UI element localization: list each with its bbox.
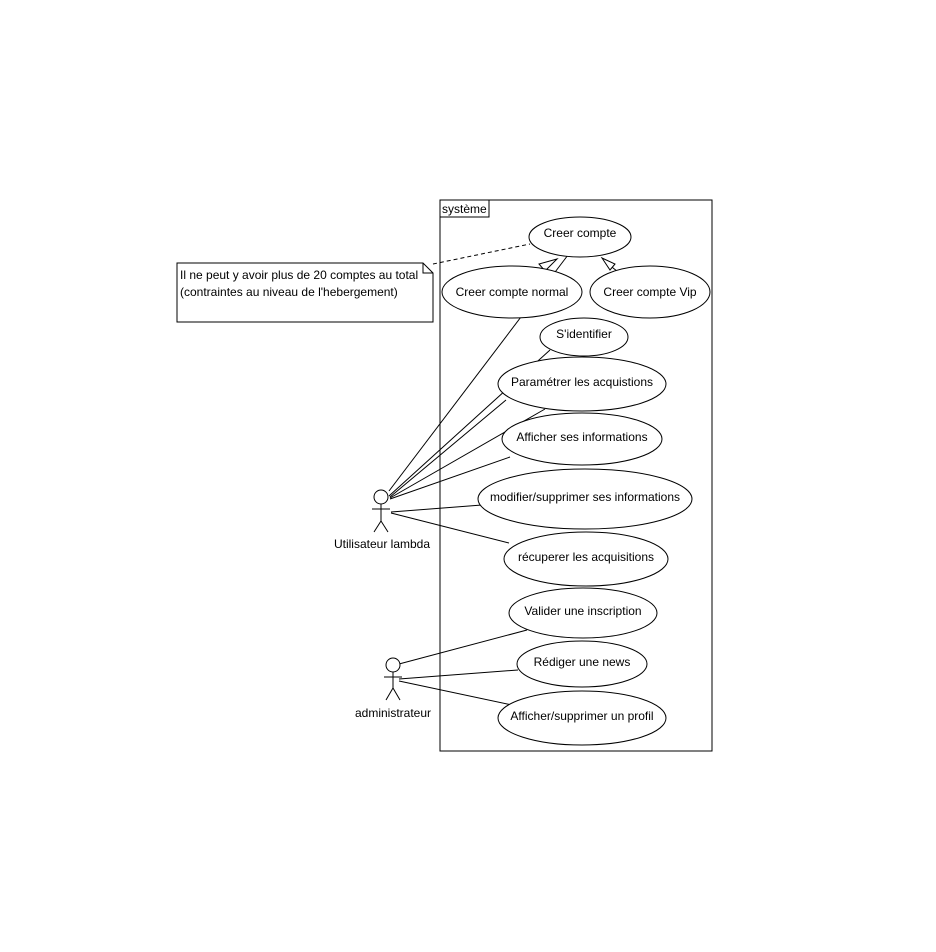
use-case-label-parametrer: Paramétrer les acquistions — [511, 375, 653, 389]
use-case-ellipse — [508, 587, 658, 639]
assoc-lambda-modifier-infos — [390, 504, 483, 513]
use-case-creer-compte-vip[interactable]: Creer compte Vip — [589, 265, 711, 319]
use-case-parametrer[interactable]: Paramétrer les acquistions — [497, 356, 667, 412]
use-case-label-creer-compte-vip: Creer compte Vip — [603, 285, 696, 299]
use-case-ellipse — [589, 265, 711, 319]
use-case-ellipse — [497, 690, 667, 746]
constraint-note: Il ne peut y avoir plus de 20 comptes au… — [176, 262, 434, 323]
actor-utilisateur-lambda[interactable]: Utilisateur lambda — [334, 489, 430, 551]
actor-label-lambda: Utilisateur lambda — [334, 537, 430, 551]
note-folded-corner — [422, 263, 433, 274]
actor-label-admin: administrateur — [355, 706, 431, 720]
gen-vip-arrowhead — [600, 256, 616, 271]
system-label-tab — [439, 199, 490, 218]
actor-administrateur[interactable]: administrateur — [355, 657, 431, 720]
note-body — [176, 262, 434, 323]
assoc-admin-rediger — [398, 669, 519, 680]
use-case-creer-compte-normal[interactable]: Creer compte normal — [441, 265, 583, 319]
assoc-lambda-recuperer — [390, 512, 510, 544]
system-label: système — [442, 202, 487, 216]
stick-figure-icon — [384, 657, 402, 701]
note-anchor-line — [432, 243, 531, 265]
admin-associations — [398, 629, 528, 706]
use-case-label-afficher-infos: Afficher ses informations — [516, 430, 647, 444]
gen-normal-arrowhead — [538, 258, 559, 272]
note-line-1: Il ne peut y avoir plus de 20 comptes au… — [180, 268, 418, 282]
use-case-label-valider: Valider une inscription — [524, 604, 641, 618]
use-case-modifier-infos[interactable]: modifier/supprimer ses informations — [477, 468, 693, 530]
use-case-label-creer-compte: Creer compte — [544, 226, 617, 240]
assoc-admin-valider — [398, 629, 528, 665]
use-case-ellipse — [528, 216, 632, 258]
use-case-label-recuperer: récuperer les acquisitions — [518, 550, 654, 564]
use-case-label-creer-compte-normal: Creer compte normal — [456, 285, 569, 299]
stick-figure-icon — [372, 489, 390, 533]
use-case-s-identifier[interactable]: S'identifier — [539, 317, 629, 357]
use-case-creer-compte[interactable]: Creer compte — [528, 216, 632, 258]
use-case-ellipse — [516, 640, 648, 688]
use-case-label-s-identifier: S'identifier — [556, 327, 612, 341]
use-case-afficher-profil[interactable]: Afficher/supprimer un profil — [497, 690, 667, 746]
note-line-2: (contraintes au niveau de l'hebergement) — [180, 285, 398, 299]
use-case-ellipse — [497, 356, 667, 412]
use-case-ellipse — [441, 265, 583, 319]
use-case-label-rediger: Rédiger une news — [534, 655, 631, 669]
use-case-afficher-infos[interactable]: Afficher ses informations — [501, 412, 663, 466]
assoc-lambda-afficher-infos — [389, 456, 511, 500]
assoc-lambda-parametrer — [389, 399, 507, 498]
use-case-ellipse — [477, 468, 693, 530]
use-case-label-afficher-profil: Afficher/supprimer un profil — [510, 709, 653, 723]
use-case-ellipse — [501, 412, 663, 466]
assoc-admin-afficher-profil — [398, 680, 513, 706]
use-case-recuperer[interactable]: récuperer les acquisitions — [503, 531, 669, 587]
use-case-rediger[interactable]: Rédiger une news — [516, 640, 648, 688]
use-case-ellipse — [503, 531, 669, 587]
use-case-label-modifier-infos: modifier/supprimer ses informations — [490, 490, 680, 504]
use-case-valider[interactable]: Valider une inscription — [508, 587, 658, 639]
use-case-ellipse — [539, 317, 629, 357]
